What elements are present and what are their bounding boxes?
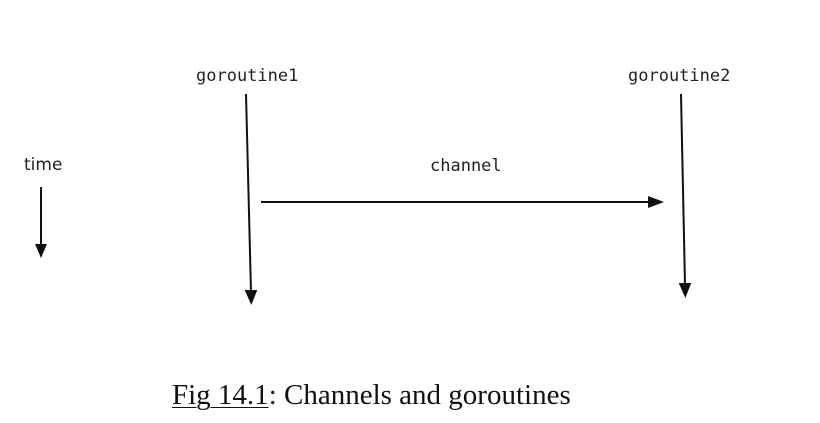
goroutine2-timeline-arrow [678,93,692,298]
time-arrow [35,187,47,258]
channel-label: channel [430,156,502,176]
goroutine2-label: goroutine2 [628,66,731,86]
goroutine1-timeline-arrow [244,93,258,305]
figure-caption: Fig 14.1: Channels and goroutines [172,378,571,412]
caption-text: Channels and goroutines [276,379,571,411]
caption-separator: : [268,379,277,411]
time-label: time [24,155,63,175]
goroutine1-label: goroutine1 [196,66,299,86]
figure-reference-link[interactable]: Fig 14.1 [172,379,269,411]
channel-arrow [261,196,664,208]
